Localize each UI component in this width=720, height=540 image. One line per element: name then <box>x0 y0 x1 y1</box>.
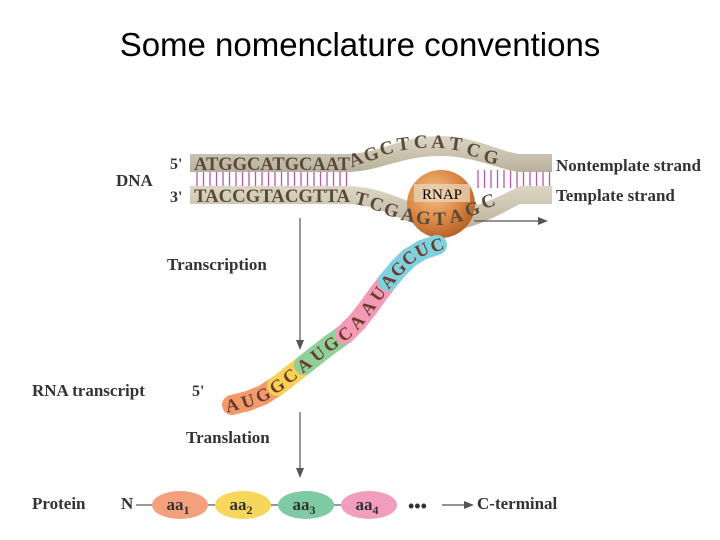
amino-acid-4 <box>341 491 397 519</box>
nontemplate-strand-label: Nontemplate strand <box>556 156 702 175</box>
c-terminal-label: C-terminal <box>477 494 558 513</box>
rna-5prime-label: 5' <box>192 383 204 400</box>
template-strand-label: Template strand <box>556 186 675 205</box>
amino-acid-1 <box>152 491 208 519</box>
translation-label: Translation <box>186 428 270 447</box>
protein-label: Protein <box>32 494 86 513</box>
amino-acid-chain: aa1 aa2 aa3 aa4 <box>136 491 397 519</box>
amino-acid-label: aa3 <box>293 495 316 517</box>
rna-segment <box>412 235 447 260</box>
chain-ellipsis: ••• <box>408 496 427 516</box>
nontemplate-bubble-base: G <box>482 146 500 169</box>
rna-base: A <box>223 394 240 417</box>
template-bubble-base: T <box>433 209 447 230</box>
nontemplate-bubble-base: T <box>395 133 411 156</box>
transcription-arrowhead <box>296 340 304 350</box>
slide-title: Some nomenclature conventions <box>119 26 601 63</box>
transcription-label: Transcription <box>167 255 267 274</box>
template-bubble-base: G <box>462 198 482 222</box>
base-pair-ticks <box>196 170 551 188</box>
dna-top-5prime: 5' <box>170 156 182 173</box>
nontemplate-bubble-base: T <box>448 133 464 156</box>
rnap-label-box <box>414 184 470 202</box>
amino-acid-2 <box>215 491 271 519</box>
nontemplate-left-sequence: ATGGCATGCAAT <box>194 154 350 175</box>
template-direction-arrowhead <box>538 217 548 225</box>
dna-bottom-3prime: 3' <box>170 189 182 206</box>
rna-transcript-label: RNA transcript <box>32 381 145 400</box>
amino-acid-label: aa4 <box>356 495 379 517</box>
rnap-label: RNAP <box>422 187 462 203</box>
template-left-sequence: TACCGTACGTTA <box>194 186 350 207</box>
amino-acid-label: aa2 <box>230 495 253 517</box>
rna-base: C <box>428 233 447 256</box>
template-bubble-base: T <box>353 188 371 212</box>
nontemplate-bubble-base: A <box>431 132 446 153</box>
nontemplate-bubble-base: C <box>413 132 428 154</box>
template-bubble-base: G <box>382 199 402 223</box>
amino-acid-label: aa1 <box>167 495 190 517</box>
template-bubble-base: A <box>447 205 464 228</box>
arrowheads <box>296 217 548 509</box>
nontemplate-bubble-base: G <box>361 142 382 167</box>
rna-base: U <box>239 389 258 412</box>
nontemplate-strand-band <box>190 136 552 172</box>
amino-acid-3 <box>278 491 334 519</box>
c-terminal-arrowhead <box>464 501 474 509</box>
dna-label: DNA <box>116 171 154 190</box>
rna-transcript-strand <box>222 235 447 415</box>
template-bubble-base: C <box>367 193 386 217</box>
n-terminal-label: N <box>121 494 134 513</box>
translation-arrowhead <box>296 468 304 478</box>
nontemplate-bubble-base: C <box>377 137 395 161</box>
template-bubble-base: A <box>399 204 416 227</box>
template-bubble-base: G <box>415 208 431 230</box>
template-bubble-base: C <box>479 190 499 214</box>
nontemplate-bubble-base: C <box>464 139 482 163</box>
process-arrows <box>299 218 540 506</box>
